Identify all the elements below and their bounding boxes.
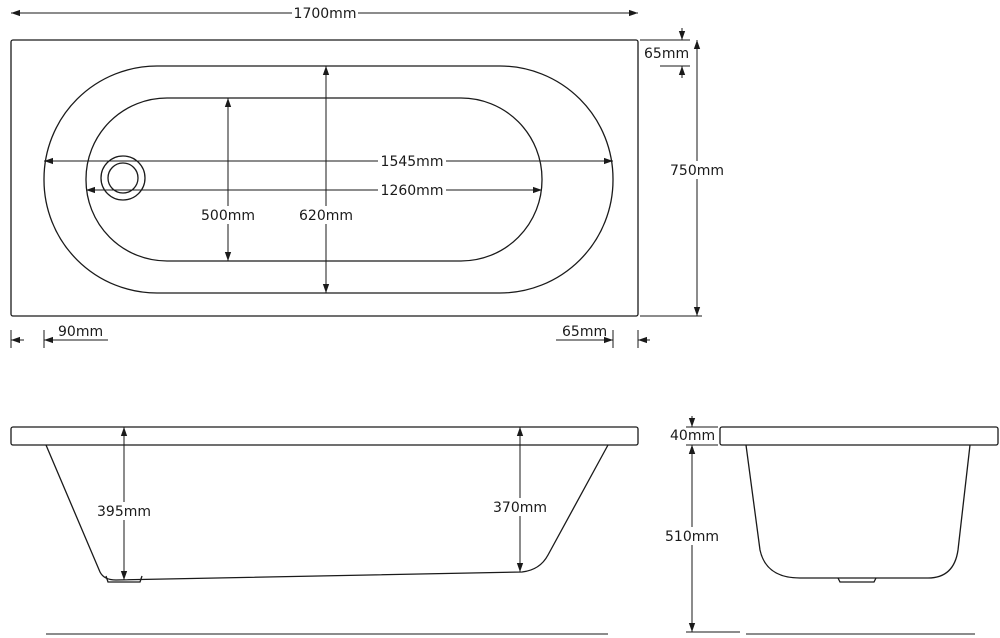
end-rim (719, 426, 999, 446)
plan-outer-rim (10, 39, 639, 317)
label-outer-bowl-length: 1545mm (381, 154, 444, 170)
plan-view: 1700mm 65mm 750mm 1545mm 1260mm 500mm 62… (10, 4, 726, 348)
label-rim-thickness: 40mm (670, 428, 715, 444)
side-elevation: 395mm 370mm (10, 426, 639, 635)
side-body (45, 444, 609, 581)
label-rim-top: 65mm (644, 46, 689, 62)
label-rim-left: 90mm (58, 324, 103, 340)
plan-outer-bowl (43, 65, 614, 294)
side-foot (105, 575, 143, 583)
label-depth-right: 370mm (493, 500, 547, 516)
label-inner-bowl-width: 500mm (201, 208, 255, 224)
label-overall-length: 1700mm (294, 6, 357, 22)
label-depth-left: 395mm (97, 504, 151, 520)
end-foot (837, 577, 877, 583)
drain-inner-ring (107, 162, 139, 194)
plan-inner-bowl (85, 97, 543, 262)
label-overall-width: 750mm (670, 163, 724, 179)
drain-outer-ring (100, 155, 146, 201)
end-body (745, 444, 971, 579)
label-rim-right: 65mm (562, 324, 607, 340)
side-rim (10, 426, 639, 446)
end-elevation: 40mm 510mm (664, 416, 999, 635)
label-end-height: 510mm (665, 529, 719, 545)
label-inner-bowl-length: 1260mm (381, 183, 444, 199)
label-outer-bowl-width: 620mm (299, 208, 353, 224)
